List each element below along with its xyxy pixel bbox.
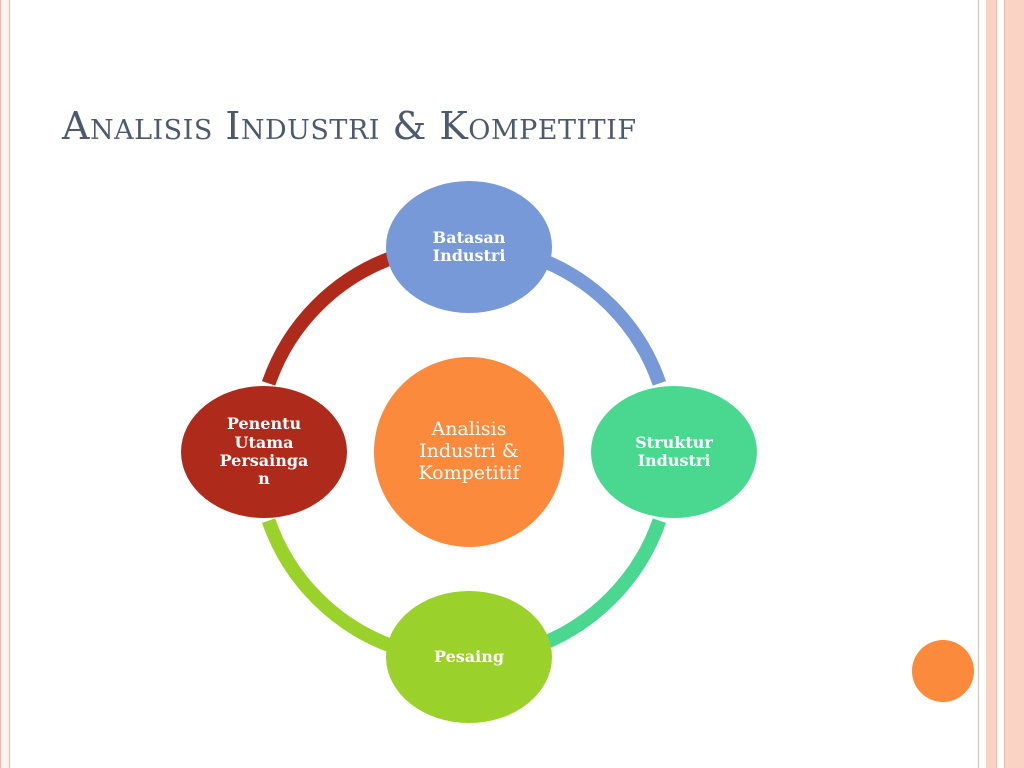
node-batasan-industri-circle	[386, 181, 552, 313]
right-frame-stripes	[978, 0, 1024, 768]
arc-batasan-to-struktur	[530, 249, 667, 386]
center-node-circle	[374, 357, 564, 547]
node-struktur-industri-label: Struktur Industri	[635, 432, 713, 470]
node-penentu-utama-circle	[181, 386, 347, 518]
node-pesaing-circle	[386, 591, 552, 723]
connector-arcs	[261, 249, 667, 655]
corner-accent-dot	[912, 640, 974, 702]
page-title: Analisis Industri & Kompetitif	[62, 104, 637, 148]
arc-penentu-to-batasan	[261, 249, 398, 386]
arc-struktur-to-pesaing	[530, 518, 667, 655]
arc-pesaing-to-penentu	[261, 518, 398, 655]
center-node-label: Analisis Industri & Kompetitif	[418, 418, 520, 484]
node-penentu-utama-label: Penentu Utama Persainga n	[219, 414, 309, 489]
node-batasan-industri-label: Batasan Industri	[432, 227, 506, 265]
left-frame-border	[0, 0, 10, 768]
node-struktur-industri-circle	[591, 386, 757, 518]
node-pesaing-label: Pesaing	[433, 646, 505, 666]
